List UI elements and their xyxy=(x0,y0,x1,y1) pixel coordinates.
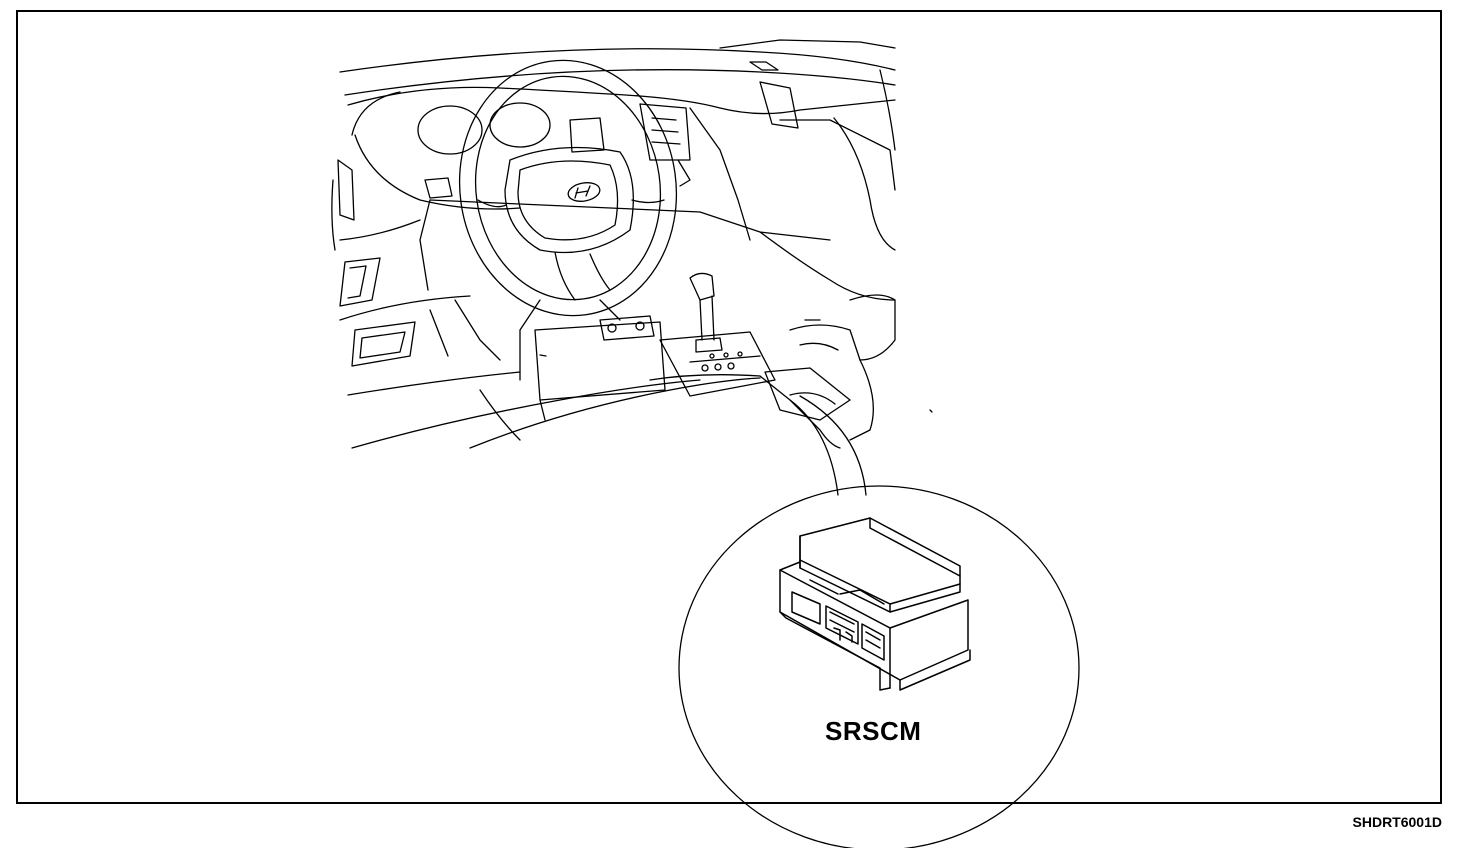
diagram-frame xyxy=(16,10,1442,804)
figure-code: SHDRT6001D xyxy=(1352,814,1442,830)
srscm-module-icon xyxy=(780,518,970,690)
callout-pointer xyxy=(790,396,866,495)
steering-wheel xyxy=(443,46,693,380)
srscm-label: SRSCM xyxy=(825,716,922,746)
dashboard xyxy=(332,70,895,395)
hyundai-logo-icon xyxy=(567,180,602,203)
seats-floor xyxy=(352,300,932,448)
windshield-lines xyxy=(340,40,895,95)
callout-circle xyxy=(679,486,1079,848)
